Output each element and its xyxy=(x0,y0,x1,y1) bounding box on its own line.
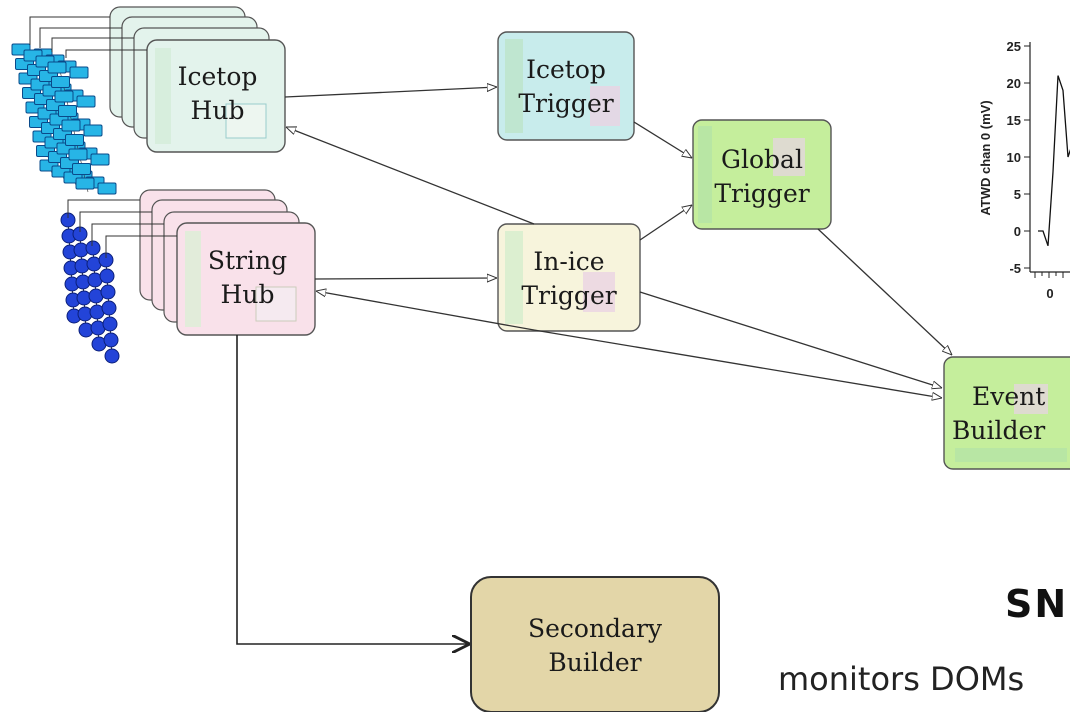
plot-y-tick-label: 5 xyxy=(1014,187,1021,202)
global-trigger-label-line2: Trigger xyxy=(714,179,810,208)
icetop-trigger-label: Icetop Trigger xyxy=(498,53,634,121)
icetop-dom-tank xyxy=(68,148,88,161)
inice-trigger-label-line1: In-ice xyxy=(533,247,605,276)
in-ice-dom-sphere xyxy=(104,348,120,364)
in-ice-dom-sphere xyxy=(101,300,117,316)
icetop-dom-tank xyxy=(65,134,84,146)
in-ice-dom-sphere xyxy=(103,332,119,348)
waveform-series-line xyxy=(1038,75,1070,247)
secondary-builder-label-line2: Builder xyxy=(548,648,642,677)
secondary-builder-arrow xyxy=(236,335,468,644)
event-builder-label: Event Builder xyxy=(944,380,1070,448)
string-dom-array xyxy=(60,212,120,364)
event-builder-box xyxy=(943,356,1070,470)
icetop-dom-tank xyxy=(76,95,96,108)
secondary-builder-label: Secondary Builder xyxy=(471,612,719,680)
plot-y-tick-label: 10 xyxy=(1007,150,1021,165)
string-hub-label: String Hub xyxy=(180,244,315,312)
string-hub-stack xyxy=(139,189,316,336)
icetop-dom-tank xyxy=(51,76,70,88)
plot-y-tick-label: -5 xyxy=(1009,261,1021,276)
icetop-dom-tank xyxy=(72,163,91,175)
string-hub-label-line1: String xyxy=(207,246,288,275)
inice-trigger-label-line2: Trigger xyxy=(521,281,617,310)
icetop-dom-tank xyxy=(83,124,103,137)
plot-y-tick-label: 15 xyxy=(1007,113,1021,128)
plot-x-tick-label: 0 xyxy=(1046,286,1053,301)
plot-y-tick-label: 0 xyxy=(1014,224,1021,239)
event-builder-label-line1: Event xyxy=(972,382,1046,411)
plot-x-ticks: 0 xyxy=(1034,272,1064,301)
icetop-cables xyxy=(29,16,147,58)
inice-trigger-label: In-ice Trigger xyxy=(498,245,640,313)
plot-y-ticks: 25 20 15 10 5 0 -5 xyxy=(1007,39,1030,276)
icetop-hub-label-line2: Hub xyxy=(190,96,245,125)
waveform-plot: 25 20 15 10 5 0 -5 0 ATWD chan 0 (mV) xyxy=(978,39,1070,301)
sn-heading: SN xyxy=(1005,582,1069,626)
plot-y-tick-label: 25 xyxy=(1007,39,1021,54)
event-builder-label-line2: Builder xyxy=(952,416,1046,445)
global-trigger-label-line1: Global xyxy=(721,145,803,174)
icetop-dom-tank xyxy=(47,61,67,74)
inice-trigger-box xyxy=(497,223,641,332)
icetop-dom-array xyxy=(11,43,117,195)
icetop-dom-tank xyxy=(75,177,95,190)
icetop-trigger-label-line2: Trigger xyxy=(518,89,614,118)
icetop-hub-label: Icetop Hub xyxy=(150,60,285,128)
plot-y-axis-label: ATWD chan 0 (mV) xyxy=(978,100,993,215)
data-flow-arrows xyxy=(285,87,952,398)
global-trigger-label: Global Trigger xyxy=(693,143,831,211)
icetop-dom-tank xyxy=(54,90,74,103)
monitors-doms-note: monitors DOMs xyxy=(778,660,1025,698)
secondary-builder-label-line1: Secondary xyxy=(527,614,663,643)
string-hub-label-line2: Hub xyxy=(220,280,275,309)
in-ice-dom-sphere xyxy=(102,316,118,332)
icetop-trigger-box xyxy=(497,31,635,141)
icetop-dom-tank xyxy=(61,119,81,132)
in-ice-dom-sphere xyxy=(85,240,101,256)
icetop-trigger-label-line1: Icetop xyxy=(526,55,606,84)
in-ice-dom-sphere xyxy=(99,268,115,284)
icetop-dom-tank xyxy=(97,182,117,195)
icetop-dom-tank xyxy=(90,153,110,166)
string-cables xyxy=(67,199,177,258)
plot-y-tick-label: 20 xyxy=(1007,76,1021,91)
icetop-dom-tank xyxy=(69,66,89,79)
icetop-hub-label-line1: Icetop xyxy=(177,62,258,91)
icetop-hub-stack xyxy=(109,6,286,153)
in-ice-dom-sphere xyxy=(100,284,116,300)
secondary-builder-box xyxy=(470,576,720,712)
icetop-dom-tank xyxy=(58,105,77,117)
global-trigger-box xyxy=(692,119,832,230)
